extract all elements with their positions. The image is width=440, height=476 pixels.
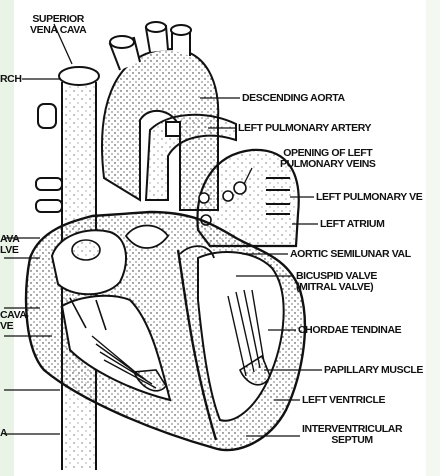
label-left-partial-3: A — [0, 428, 7, 439]
label-bicuspid-line2: (MITRAL VALVE) — [296, 282, 377, 293]
left-vessels — [36, 104, 62, 212]
label-left-partial-1: AVA LVE — [0, 234, 19, 256]
label-left-pulmonary-artery: LEFT PULMONARY ARTERY — [238, 123, 371, 134]
label-opening-line2: PULMONARY VEINS — [280, 159, 376, 170]
label-aortic-semilunar-valve: AORTIC SEMILUNAR VAL — [290, 249, 411, 260]
edge-tint-right — [426, 0, 440, 476]
label-left-atrium: LEFT ATRIUM — [320, 219, 384, 230]
label-septum-line2: SEPTUM — [302, 435, 402, 446]
label-left-partial-2-line2: VE — [0, 321, 27, 332]
label-arch: RCH — [0, 74, 22, 85]
label-left-partial-2: CAVA VE — [0, 310, 27, 332]
label-left-partial-1-line2: LVE — [0, 245, 19, 256]
label-left-ventricle: LEFT VENTRICLE — [302, 395, 385, 406]
label-descending-aorta: DESCENDING AORTA — [242, 93, 345, 104]
label-superior-vena-cava-line2: VENA CAVA — [30, 25, 86, 36]
label-superior-vena-cava: SUPERIOR VENA CAVA — [30, 14, 86, 36]
label-chordae-tendinae: CHORDAE TENDINAE — [298, 325, 401, 336]
label-interventricular-septum: INTERVENTRICULAR SEPTUM — [302, 424, 402, 446]
label-bicuspid-valve: BICUSPID VALVE (MITRAL VALVE) — [296, 271, 377, 293]
label-left-pulmonary-veins: LEFT PULMONARY VE — [316, 192, 422, 203]
label-papillary-muscle: PAPILLARY MUSCLE — [324, 365, 423, 376]
label-opening-left-pulmonary-veins: OPENING OF LEFT PULMONARY VEINS — [280, 148, 376, 170]
